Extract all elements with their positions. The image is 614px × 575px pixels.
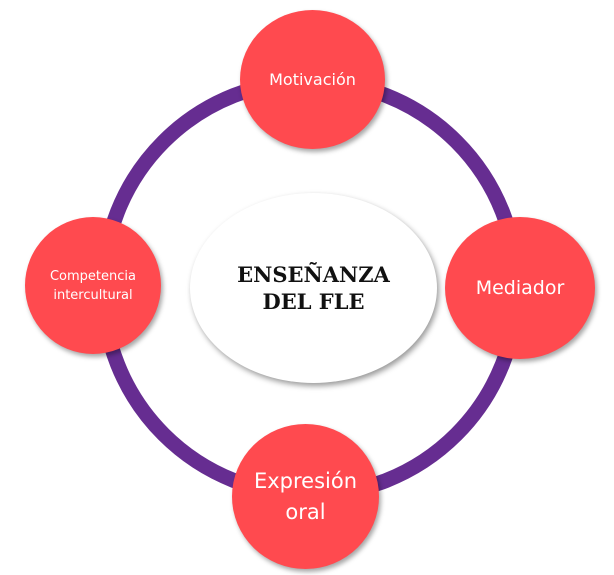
- node-label: Mediador: [475, 277, 565, 299]
- node-label-line-2: intercultural: [53, 287, 133, 303]
- node-label-line-1: Competencia: [49, 268, 136, 284]
- node-label-line-2: oral: [285, 499, 326, 524]
- center-line-2: DEL FLE: [262, 289, 365, 314]
- node-mediador: Mediador: [445, 217, 595, 359]
- node-expresion-oral: Expresión oral: [232, 424, 379, 569]
- node-label-line-1: Expresión: [253, 468, 358, 493]
- node-competencia-intercultural: Competencia intercultural: [25, 217, 161, 354]
- node-label: Motivación: [269, 70, 356, 89]
- center-line-1: ENSEÑANZA: [237, 262, 390, 287]
- node-motivacion: Motivación: [240, 10, 385, 149]
